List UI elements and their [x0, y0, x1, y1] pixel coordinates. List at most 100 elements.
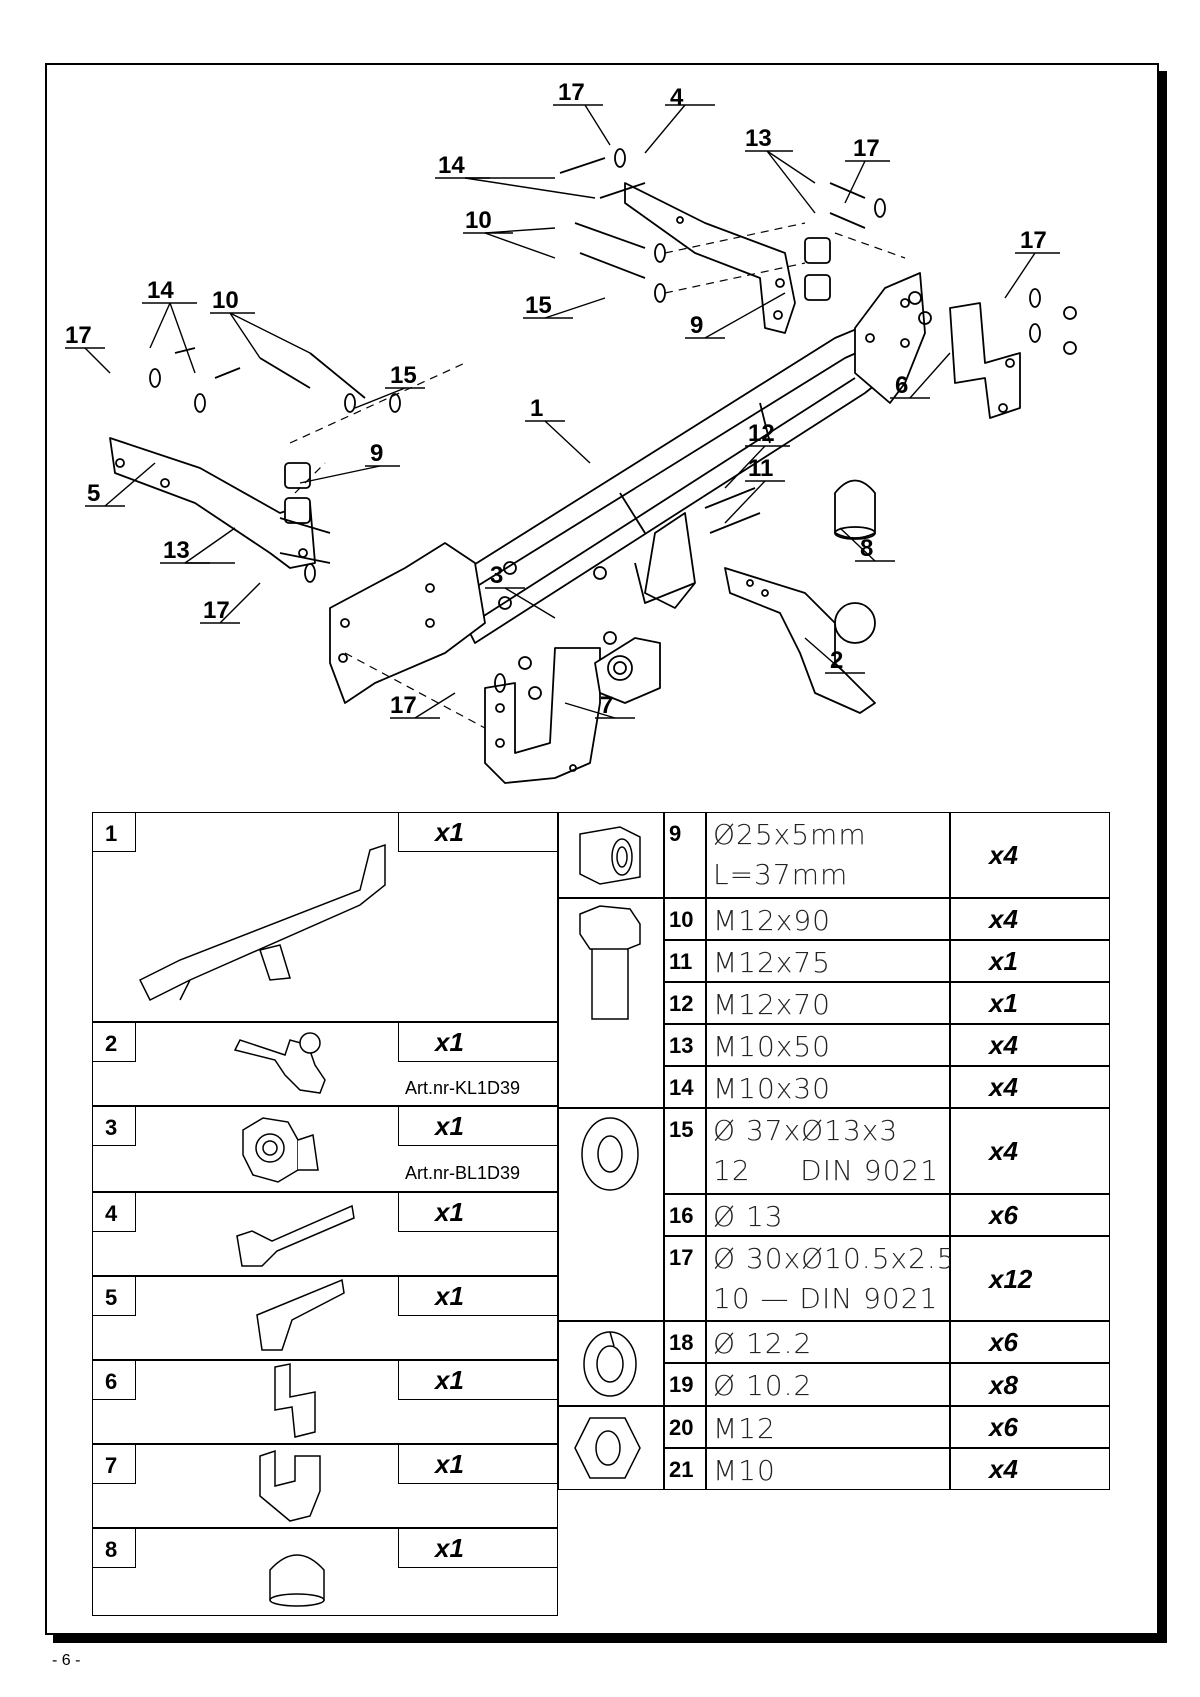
spec-row-quantity: x12 — [950, 1236, 1110, 1321]
spec-row-dimension: Ø 10.2 — [706, 1363, 950, 1406]
spec-line-1: M12x70 — [713, 988, 831, 1021]
callout-15-top: 15 — [525, 292, 552, 319]
part-number: 1 — [92, 812, 136, 852]
spec-row-quantity: x1 — [950, 940, 1110, 982]
callout-2: 2 — [830, 647, 843, 674]
bracket-5-thumbnail — [256, 1278, 345, 1351]
spec-row-dimension: M10x30 — [706, 1066, 950, 1108]
spec-row-quantity: x4 — [950, 1448, 1110, 1490]
exploded-assembly-drawing: 17 4 14 13 17 10 17 15 9 6 14 10 17 15 1… — [65, 79, 1077, 784]
towball-thumbnail — [233, 1032, 326, 1094]
part-quantity: x1 — [398, 1360, 558, 1400]
bracket-part-4 — [624, 182, 796, 334]
spec-line-1: Ø 30xØ10.5x2.5 — [713, 1242, 956, 1275]
callout-1: 1 — [530, 395, 543, 422]
part-number: 3 — [92, 1106, 136, 1146]
socket-plate-part-3 — [594, 637, 661, 704]
spec-row-number: 19 — [664, 1363, 706, 1406]
crossbar-right-plate — [854, 272, 926, 404]
article-number: Art.nr-KL1D39 — [405, 1078, 521, 1098]
spec-row-dimension: M12x70 — [706, 982, 950, 1024]
spec-line-1: Ø 12.2 — [713, 1327, 813, 1360]
part-quantity: x1 — [398, 1192, 558, 1232]
spec-line-1: M10 — [713, 1454, 776, 1487]
spec-row-number: 17 — [664, 1236, 706, 1321]
spec-row-quantity: x4 — [950, 898, 1110, 940]
spec-row-number: 11 — [664, 940, 706, 982]
callout-6: 6 — [895, 372, 908, 399]
spec-line-1: Ø 10.2 — [713, 1369, 813, 1402]
callout-13-top: 13 — [745, 125, 772, 152]
part-quantity: x1 — [398, 812, 558, 852]
socket-plate-thumbnail — [242, 1117, 319, 1183]
crossbar-thumbnail — [138, 843, 386, 1002]
spec-row-quantity: x6 — [950, 1321, 1110, 1363]
callout-17-right-top: 17 — [853, 135, 880, 162]
spec-row-quantity: x4 — [950, 812, 1110, 898]
bracket-4-thumbnail — [236, 1204, 355, 1267]
spec-row-number: 21 — [664, 1448, 706, 1490]
callout-17-left: 17 — [65, 322, 92, 349]
spec-row-number: 13 — [664, 1024, 706, 1066]
spec-row-number: 12 — [664, 982, 706, 1024]
callout-12: 12 — [748, 420, 775, 447]
spec-line-1: M10x50 — [713, 1030, 831, 1063]
callout-17-bottom: 17 — [390, 692, 417, 719]
spec-row-quantity: x4 — [950, 1066, 1110, 1108]
assembly-lines — [289, 222, 906, 729]
spec-row-number: 15 — [664, 1108, 706, 1194]
callout-17-top: 17 — [558, 79, 585, 106]
part-quantity: x1 — [398, 1528, 558, 1568]
callout-11: 11 — [748, 455, 773, 482]
spec-row-dimension: Ø 13 — [706, 1194, 950, 1236]
callout-14-top: 14 — [438, 152, 465, 179]
spec-row-dimension: M10 — [706, 1448, 950, 1490]
spec-row-dimension: M10x50 — [706, 1024, 950, 1066]
part-quantity: x1 — [398, 1106, 558, 1146]
spec-line-2: L=37mm — [713, 858, 849, 891]
page-number: - 6 - — [52, 1652, 81, 1669]
bracket-part-5 — [109, 437, 316, 569]
callout-14-left: 14 — [147, 277, 174, 304]
part-number: 2 — [92, 1022, 136, 1062]
part-number: 4 — [92, 1192, 136, 1232]
washer-icon — [581, 1117, 639, 1191]
spec-line-1: Ø 13 — [713, 1200, 784, 1233]
spec-row-dimension: Ø 37xØ13x3 12 DIN 9021 — [706, 1108, 950, 1194]
spring-washer-icon — [583, 1331, 637, 1397]
spec-line-1: M10x30 — [713, 1072, 831, 1105]
spec-line-1: Ø 37xØ13x3 — [713, 1114, 899, 1147]
part-number: 7 — [92, 1444, 136, 1484]
nut-icon — [574, 1417, 641, 1479]
spec-row-number: 20 — [664, 1406, 706, 1448]
callout-9-left: 9 — [370, 440, 383, 467]
callout-17-bottom-left: 17 — [203, 597, 230, 624]
spec-row-number: 14 — [664, 1066, 706, 1108]
part-number: 8 — [92, 1528, 136, 1568]
spec-row-dimension: M12x90 — [706, 898, 950, 940]
spec-row-number: 9 — [664, 812, 706, 898]
callout-3: 3 — [490, 562, 503, 589]
spec-row-dimension: M12 — [706, 1406, 950, 1448]
leader-lines — [65, 104, 1060, 719]
spec-row-number: 16 — [664, 1194, 706, 1236]
spec-row-quantity: x6 — [950, 1406, 1110, 1448]
bracket-part-6 — [949, 302, 1021, 419]
spec-line-2: 12 DIN 9021 — [713, 1154, 940, 1187]
spec-row-quantity: x4 — [950, 1024, 1110, 1066]
spec-row-quantity: x8 — [950, 1363, 1110, 1406]
spec-row-quantity: x1 — [950, 982, 1110, 1024]
part-quantity: x1 — [398, 1022, 558, 1062]
crossbar-part — [444, 312, 916, 644]
spec-line-1: M12 — [713, 1412, 776, 1445]
part-number: 6 — [92, 1360, 136, 1400]
spec-line-1: Ø25x5mm — [713, 818, 867, 851]
bolt-icon — [579, 905, 641, 1020]
spec-row-quantity: x4 — [950, 1108, 1110, 1194]
spec-row-dimension: M12x75 — [706, 940, 950, 982]
bracket-7-thumbnail — [259, 1449, 321, 1522]
ball-cap-thumbnail — [269, 1554, 325, 1607]
article-number: Art.nr-BL1D39 — [405, 1163, 521, 1183]
